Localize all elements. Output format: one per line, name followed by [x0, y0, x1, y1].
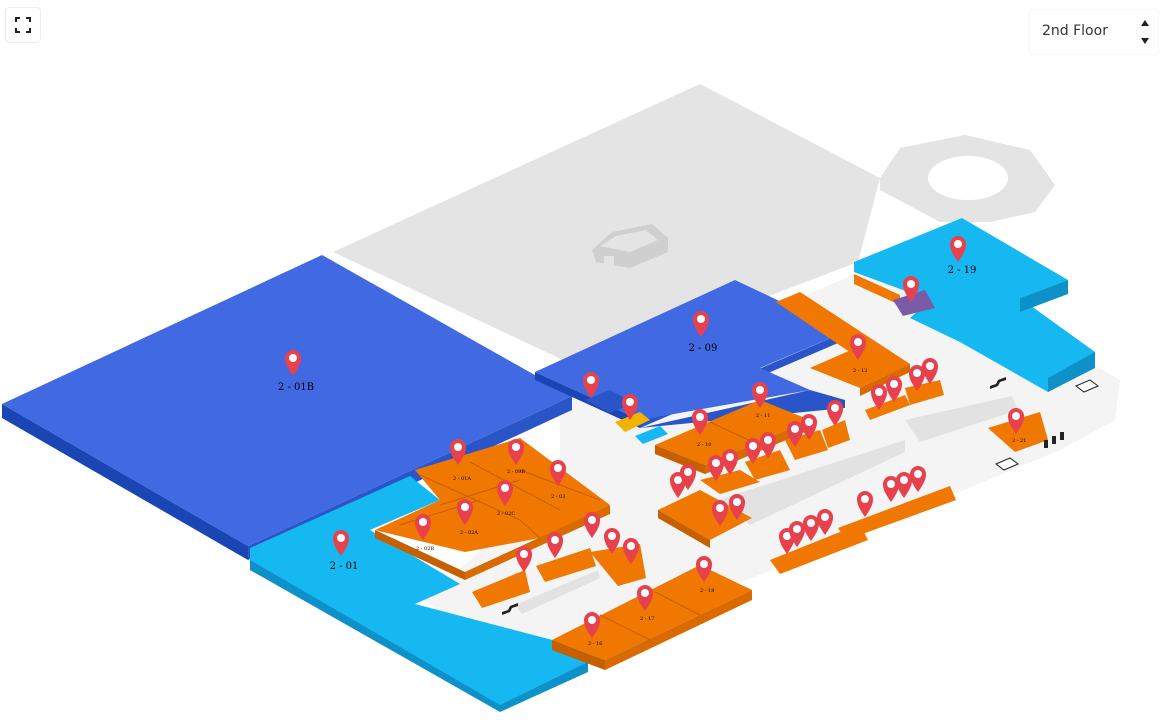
elevator-icon [995, 379, 1099, 471]
store-2-19[interactable]: 2 - 19 [854, 218, 1095, 392]
floor-down-button[interactable] [1138, 34, 1152, 48]
store-strip-south[interactable]: 2 - 18 2 - 17 2 - 16 2 - 21 [552, 438, 1026, 670]
store-label: 2 - 19 [948, 265, 977, 276]
store-label: 2 - 01A [453, 476, 471, 482]
store-label: 2 - 18 [700, 588, 714, 594]
store-label: 2 - 09B [507, 469, 525, 475]
fullscreen-icon [15, 17, 31, 33]
fullscreen-button[interactable] [6, 8, 40, 42]
store-strip-north[interactable]: 2 - 12 [776, 274, 935, 396]
store-label: 2 - 03 [551, 494, 565, 500]
store-label: 2 - 02C [497, 511, 515, 517]
store-label: 2 - 16 [588, 641, 602, 647]
store-label: 2 - 01 [330, 561, 359, 572]
store-2-01[interactable]: 2 - 01 [250, 476, 588, 712]
store-label: 2 - 09 [689, 343, 718, 354]
store-label: 2 - 11 [756, 413, 770, 419]
store-label: 2 - 12 [853, 368, 867, 374]
store-cluster-west[interactable]: 2 - 01A 2 - 09B 2 - 02B 2 - 02C 2 - 03 2… [375, 438, 610, 580]
store-label: 2 - 02A [460, 530, 478, 536]
floor-label: 2nd Floor [1042, 23, 1108, 39]
escalator-icon [502, 377, 1006, 615]
restroom-icon [1044, 432, 1064, 448]
caret-up-icon [1141, 20, 1149, 26]
store-2-09[interactable]: 2 - 09 [535, 280, 845, 428]
store-label: 2 - 02B [416, 546, 434, 552]
store-label: 2 - 01B [278, 382, 314, 393]
store-label: 2 - 21 [1012, 438, 1026, 444]
caret-down-icon [1141, 38, 1149, 44]
floor-selector[interactable]: 2nd Floor [1030, 10, 1158, 54]
kiosk-grid-center[interactable] [472, 380, 1048, 608]
parking-car-icon [592, 224, 668, 270]
store-label: 2 - 10 [697, 442, 711, 448]
store-label: 2 - 17 [640, 616, 654, 622]
floor-up-button[interactable] [1138, 16, 1152, 30]
kiosks-center[interactable] [583, 372, 668, 444]
